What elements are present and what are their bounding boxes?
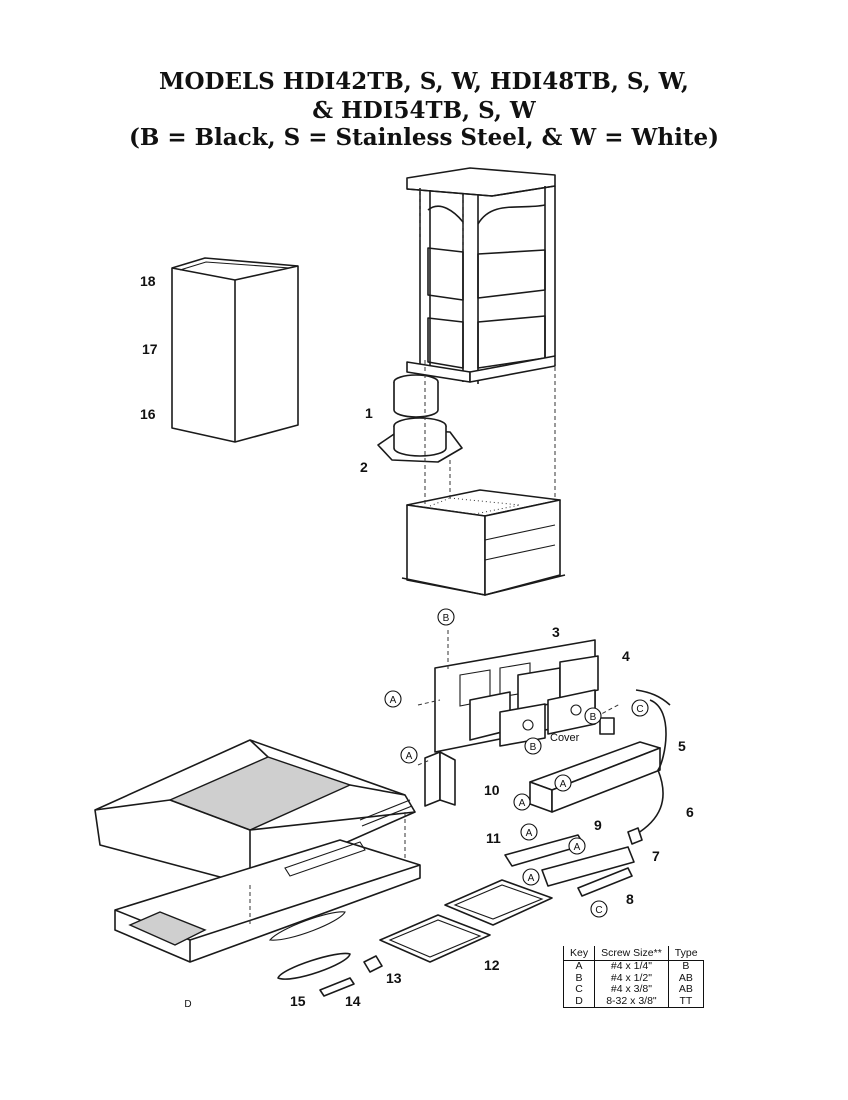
screw-letter-a: A [528,873,535,884]
screw-letter-c: C [595,905,602,916]
screw-letter-b: B [590,712,597,723]
callout-8: 8 [626,891,634,907]
table-row: D 8-32 x 3/8" TT [562,995,705,1008]
callout-10: 10 [484,782,500,798]
row-size: #4 x 1/4" [594,960,669,973]
hood-body [94,739,416,886]
bottom-pan [114,812,421,963]
row-type: AB [668,983,705,996]
screw-letter-a: A [526,828,533,839]
callout-16: 16 [140,406,156,422]
screw-letter-a: A [560,779,567,790]
row-type: TT [668,995,705,1008]
callout-4: 4 [622,648,630,664]
callout-6: 6 [686,804,694,820]
screw-letter-b: B [443,613,450,624]
callout-18: 18 [140,273,156,289]
grease-filters [379,879,553,963]
callout-7: 7 [652,848,660,864]
support-frame [406,167,556,384]
diagram-title-line-2: & HDI54TB, S, W [312,97,536,124]
callout-11: 11 [486,830,501,846]
screw-size-table: Key Screw Size** Type A #4 x 1/4" B B #4… [562,946,705,1008]
row-key: A [562,960,595,973]
header-key: Key [562,946,595,961]
row-size: #4 x 3/8" [594,983,669,996]
callout-14: 14 [345,993,361,1009]
callout-1: 1 [365,405,373,421]
duct-cover [171,257,299,443]
callout-3: 3 [552,624,560,640]
blower-housing [401,360,566,596]
screw-letter-a: A [390,695,397,706]
callout-2: 2 [360,459,368,475]
callout-15: 15 [290,993,306,1009]
callout-17: 17 [142,341,158,357]
screw-letter-a: A [406,751,413,762]
row-key: D [562,995,595,1008]
row-size: #4 x 1/2" [594,972,669,984]
screw-letter-a: A [519,798,526,809]
row-size: 8-32 x 3/8" [594,995,669,1008]
light-lens [277,952,383,997]
callout-13: 13 [386,970,402,986]
row-key: B [562,972,595,984]
table-row: C #4 x 3/8" AB [562,983,705,996]
screw-letter-b: B [530,742,537,753]
row-type: B [668,960,705,973]
header-screw-size: Screw Size** [594,946,669,961]
cover-label: Cover [550,732,580,744]
table-row: A #4 x 1/4" B [562,960,705,973]
screw-letter-a: A [574,842,581,853]
control-panel [424,639,615,807]
diagram-title-line-3: (B = Black, S = Stainless Steel, & W = W… [129,124,719,151]
transition-plate [377,417,463,463]
row-type: AB [668,972,705,984]
diagram-title-line-1: MODELS HDI42TB, S, W, HDI48TB, S, W, [159,68,689,95]
table-row: B #4 x 1/2" AB [562,972,705,984]
part-callouts: 1 2 3 4 5 6 7 8 9 10 11 12 13 14 15 16 1… [140,273,694,1009]
switch-parts [504,834,635,897]
screw-letter-d: D [184,999,191,1010]
callout-5: 5 [678,738,686,754]
header-type: Type [668,946,704,961]
callout-12: 12 [484,957,500,973]
callout-9: 9 [594,817,602,833]
row-key: C [562,983,595,996]
screw-letter-c: C [636,704,643,715]
duct-collar [393,374,439,418]
screw-callouts: B A A B C B A A A A A C D [184,608,649,1010]
